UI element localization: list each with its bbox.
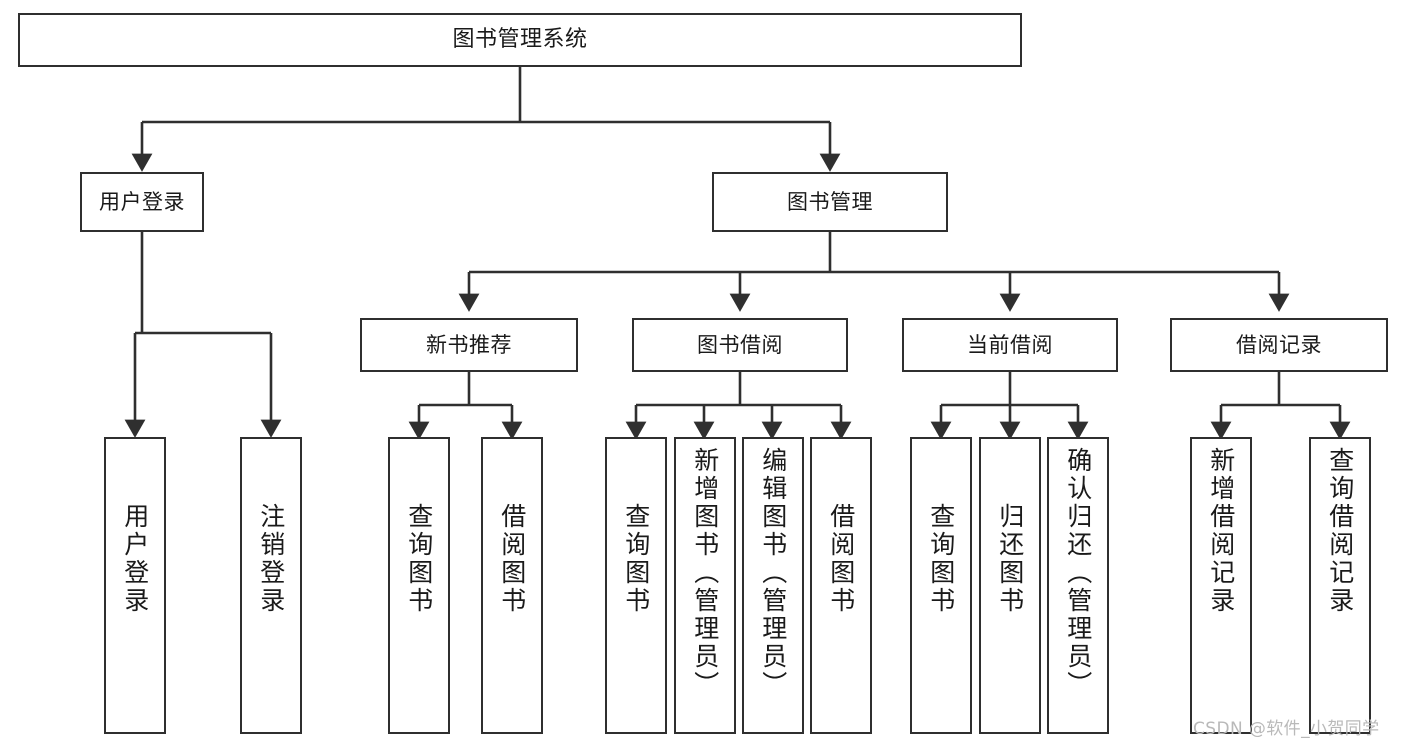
node-leaf-edit-book[interactable]: 编辑图书（管理员）: [742, 437, 804, 734]
node-leaf-query-book-1[interactable]: 查询图书: [388, 437, 450, 734]
node-leaf-confirm-return-label: 确认归还（管理员）: [1063, 447, 1093, 699]
node-leaf-borrow-book-2-label: 借阅图书: [826, 503, 856, 615]
node-leaf-logout-login-label: 注销登录: [256, 503, 286, 615]
node-leaf-query-record[interactable]: 查询借阅记录: [1309, 437, 1371, 734]
node-current-borrow[interactable]: 当前借阅: [902, 318, 1118, 372]
node-leaf-return-book-label: 归还图书: [995, 503, 1025, 615]
watermark-text: CSDN @软件_小贺同学: [1193, 719, 1380, 739]
node-leaf-user-login[interactable]: 用户登录: [104, 437, 166, 734]
node-root[interactable]: 图书管理系统: [18, 13, 1022, 67]
node-new-book-recommend[interactable]: 新书推荐: [360, 318, 578, 372]
node-leaf-add-book-label: 新增图书（管理员）: [690, 447, 720, 699]
node-leaf-borrow-book-1-label: 借阅图书: [497, 503, 527, 615]
node-leaf-query-book-3[interactable]: 查询图书: [910, 437, 972, 734]
node-book-borrow-label: 图书借阅: [697, 332, 783, 357]
node-current-borrow-label: 当前借阅: [967, 332, 1053, 357]
node-root-label: 图书管理系统: [452, 27, 588, 53]
node-leaf-edit-book-label: 编辑图书（管理员）: [758, 447, 788, 699]
node-new-book-recommend-label: 新书推荐: [426, 332, 512, 357]
node-leaf-query-book-3-label: 查询图书: [926, 503, 956, 615]
node-leaf-add-book[interactable]: 新增图书（管理员）: [674, 437, 736, 734]
node-leaf-user-login-label: 用户登录: [120, 503, 150, 615]
node-leaf-return-book[interactable]: 归还图书: [979, 437, 1041, 734]
node-book-manage[interactable]: 图书管理: [712, 172, 948, 232]
node-user-login-label: 用户登录: [99, 189, 185, 214]
node-leaf-confirm-return[interactable]: 确认归还（管理员）: [1047, 437, 1109, 734]
node-leaf-query-book-2-label: 查询图书: [621, 503, 651, 615]
node-leaf-borrow-book-1[interactable]: 借阅图书: [481, 437, 543, 734]
node-book-borrow[interactable]: 图书借阅: [632, 318, 848, 372]
node-leaf-borrow-book-2[interactable]: 借阅图书: [810, 437, 872, 734]
node-book-manage-label: 图书管理: [787, 189, 873, 214]
node-borrow-record-label: 借阅记录: [1236, 332, 1322, 357]
node-leaf-query-book-2[interactable]: 查询图书: [605, 437, 667, 734]
node-user-login[interactable]: 用户登录: [80, 172, 204, 232]
node-leaf-add-record[interactable]: 新增借阅记录: [1190, 437, 1252, 734]
node-leaf-logout-login[interactable]: 注销登录: [240, 437, 302, 734]
node-leaf-query-book-1-label: 查询图书: [404, 503, 434, 615]
node-borrow-record[interactable]: 借阅记录: [1170, 318, 1388, 372]
node-leaf-query-record-label: 查询借阅记录: [1325, 447, 1355, 615]
node-leaf-add-record-label: 新增借阅记录: [1206, 447, 1236, 615]
